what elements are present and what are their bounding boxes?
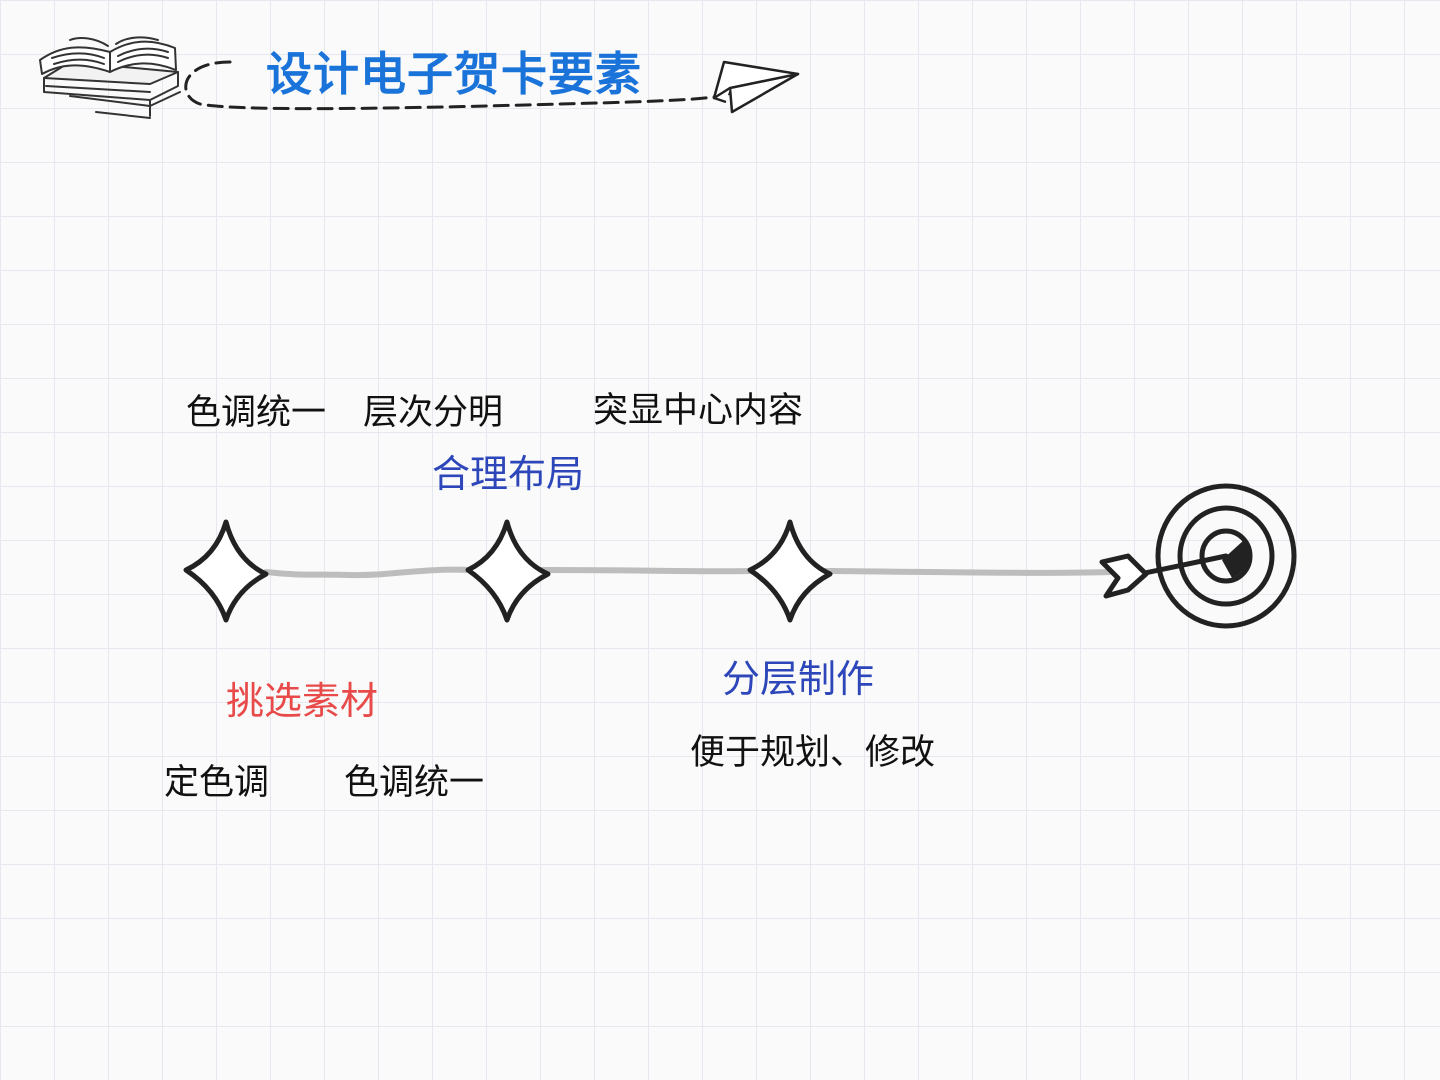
step-1-marker (183, 519, 269, 623)
step-1-label: 挑选素材 (226, 679, 379, 723)
page-title: 设计电子贺卡要素 (266, 47, 642, 101)
arrow-icon (1099, 553, 1229, 599)
sub-label: 突显中心内容 (593, 391, 804, 431)
books-icon (39, 36, 181, 119)
sub-label: 层次分明 (363, 393, 504, 433)
timeline-line (263, 566, 1113, 579)
sub-label: 便于规划、修改 (690, 733, 936, 773)
target-icon (1155, 483, 1297, 629)
sub-label: 定色调 (164, 763, 270, 803)
sub-label: 色调统一 (344, 763, 485, 803)
step-2-label: 合理布局 (432, 452, 585, 496)
paper-plane-icon (712, 60, 800, 114)
sub-label: 色调统一 (186, 393, 327, 433)
step-2-marker (465, 519, 551, 623)
step-3-label: 分层制作 (722, 657, 875, 701)
dashed-loop (184, 60, 722, 111)
step-3-marker (747, 519, 833, 623)
